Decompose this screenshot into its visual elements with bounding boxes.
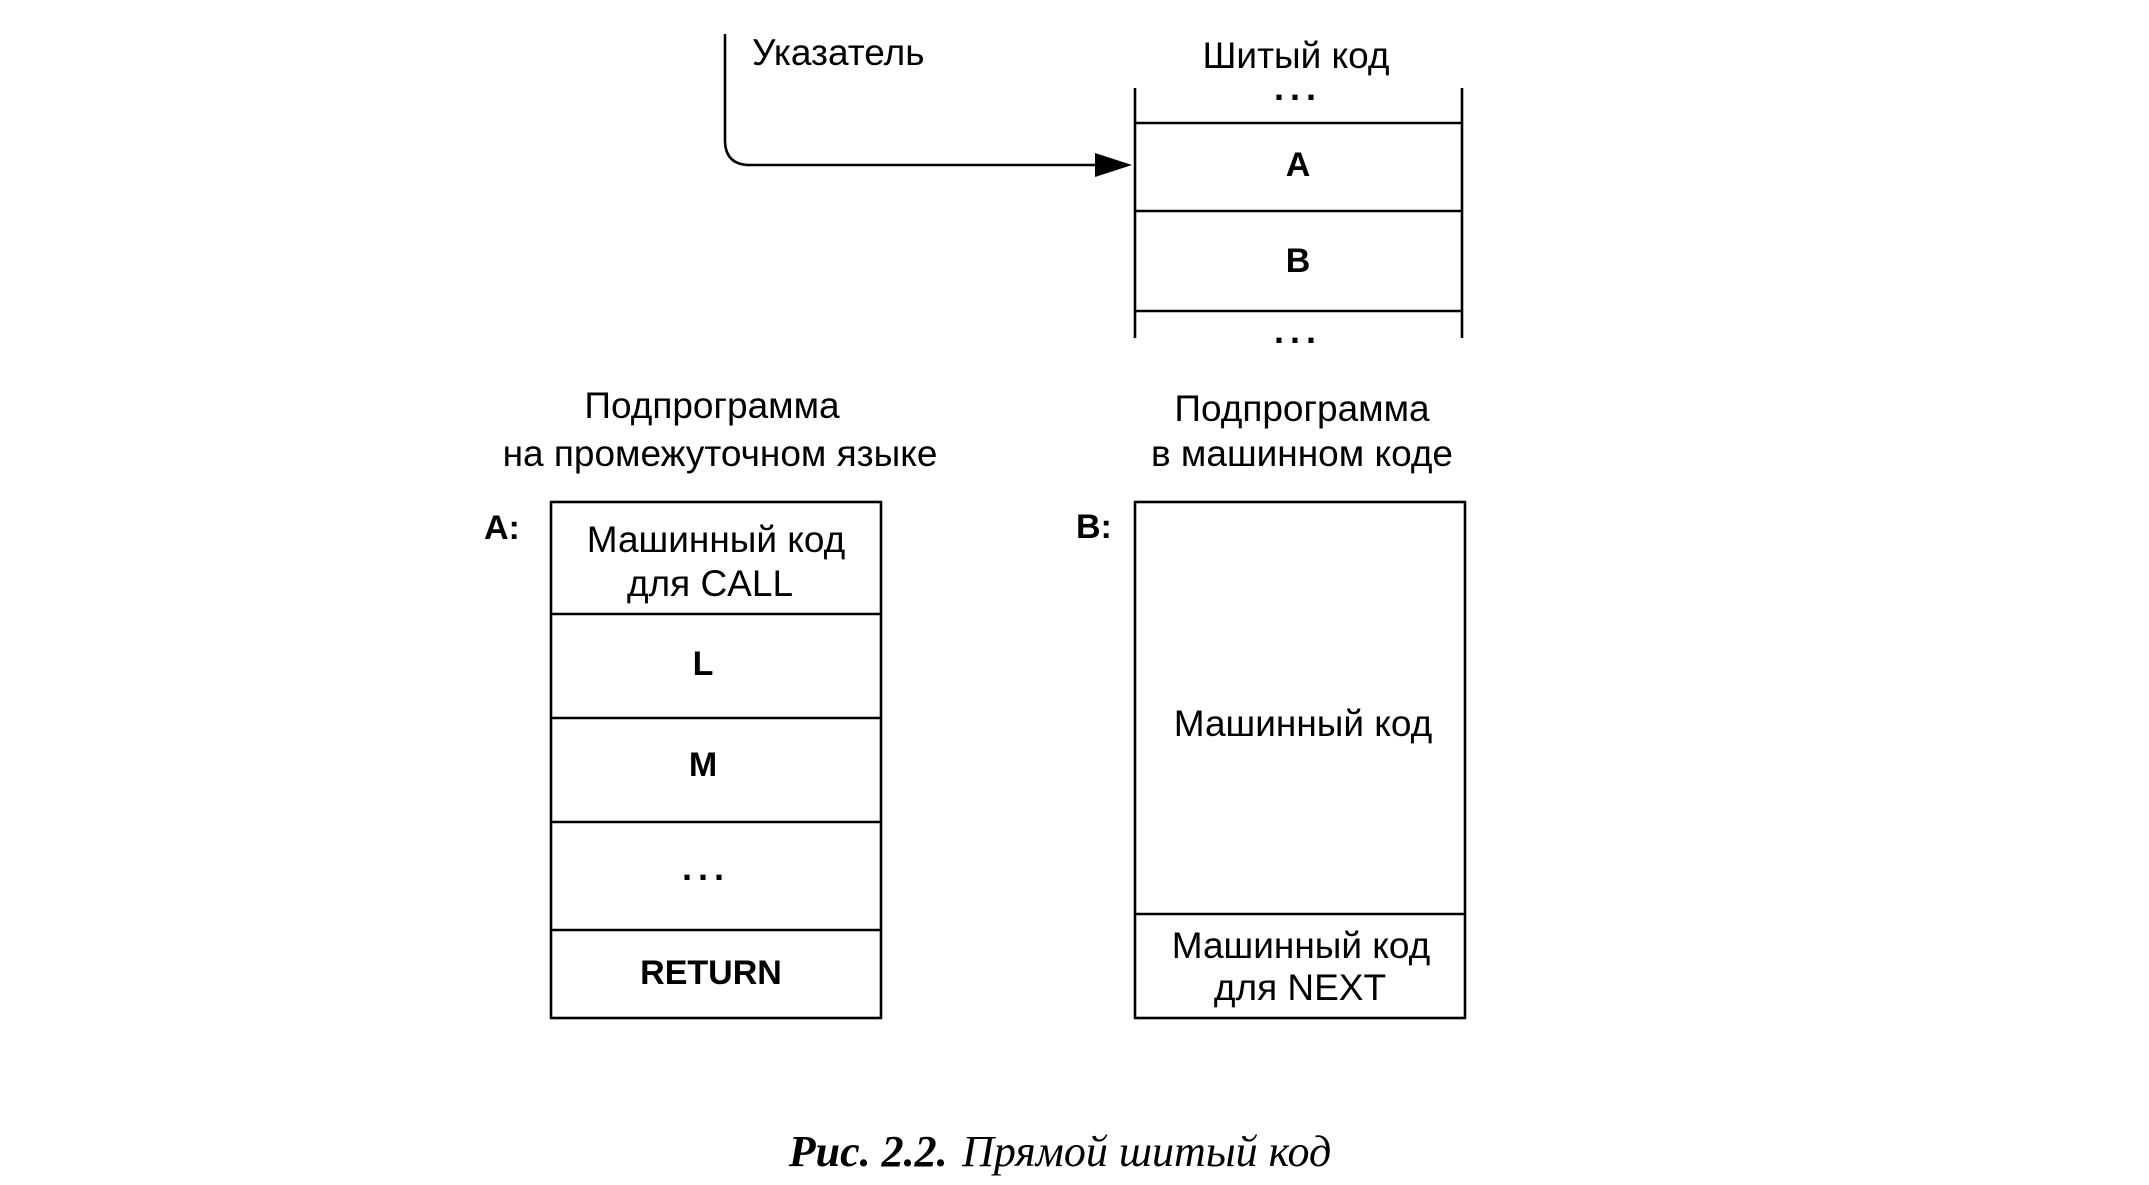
intermediate-title-line2: на промежуточном языке xyxy=(503,433,938,474)
machine-subroutine-box xyxy=(1133,500,1467,1020)
machine-cell-footer-line2: для NEXT xyxy=(1214,967,1386,1008)
intermediate-cell-l: L xyxy=(693,645,714,683)
threaded-code-bottom-ellipsis: ... xyxy=(1274,310,1322,351)
machine-title-line1: Подпрограмма xyxy=(1174,388,1430,429)
pointer-line xyxy=(723,34,1100,167)
intermediate-cell-ellipsis: ... xyxy=(682,847,730,888)
threaded-code-column xyxy=(1133,88,1464,338)
intermediate-cell-return: RETURN xyxy=(640,954,782,992)
intermediate-subroutine-box xyxy=(549,500,883,1020)
intermediate-entry-label: A: xyxy=(484,509,520,547)
machine-cell-footer-line1: Машинный код xyxy=(1172,925,1431,966)
threaded-code-cell-b: B xyxy=(1286,242,1311,280)
threaded-code-cell-a: A xyxy=(1286,146,1311,184)
intermediate-cell-header-line2: для CALL xyxy=(627,563,793,604)
threaded-code-top-ellipsis: ... xyxy=(1274,67,1322,108)
intermediate-title-line1: Подпрограмма xyxy=(584,385,840,426)
figure-caption-text: Прямой шитый код xyxy=(961,1127,1331,1176)
machine-title-line2: в машинном коде xyxy=(1151,433,1453,474)
figure-caption-number: Рис. 2.2. xyxy=(788,1127,948,1176)
intermediate-cell-m: M xyxy=(689,746,717,784)
threaded-code-title: Шитый код xyxy=(1202,35,1389,76)
pointer-arrowhead xyxy=(1095,153,1132,177)
pointer-label: Указатель xyxy=(752,32,924,73)
machine-cell-body: Машинный код xyxy=(1174,703,1433,744)
figure-caption: Рис. 2.2. Прямой шитый код xyxy=(788,1127,1331,1176)
machine-entry-label: B: xyxy=(1076,508,1112,546)
intermediate-cell-header-line1: Машинный код xyxy=(587,519,846,560)
